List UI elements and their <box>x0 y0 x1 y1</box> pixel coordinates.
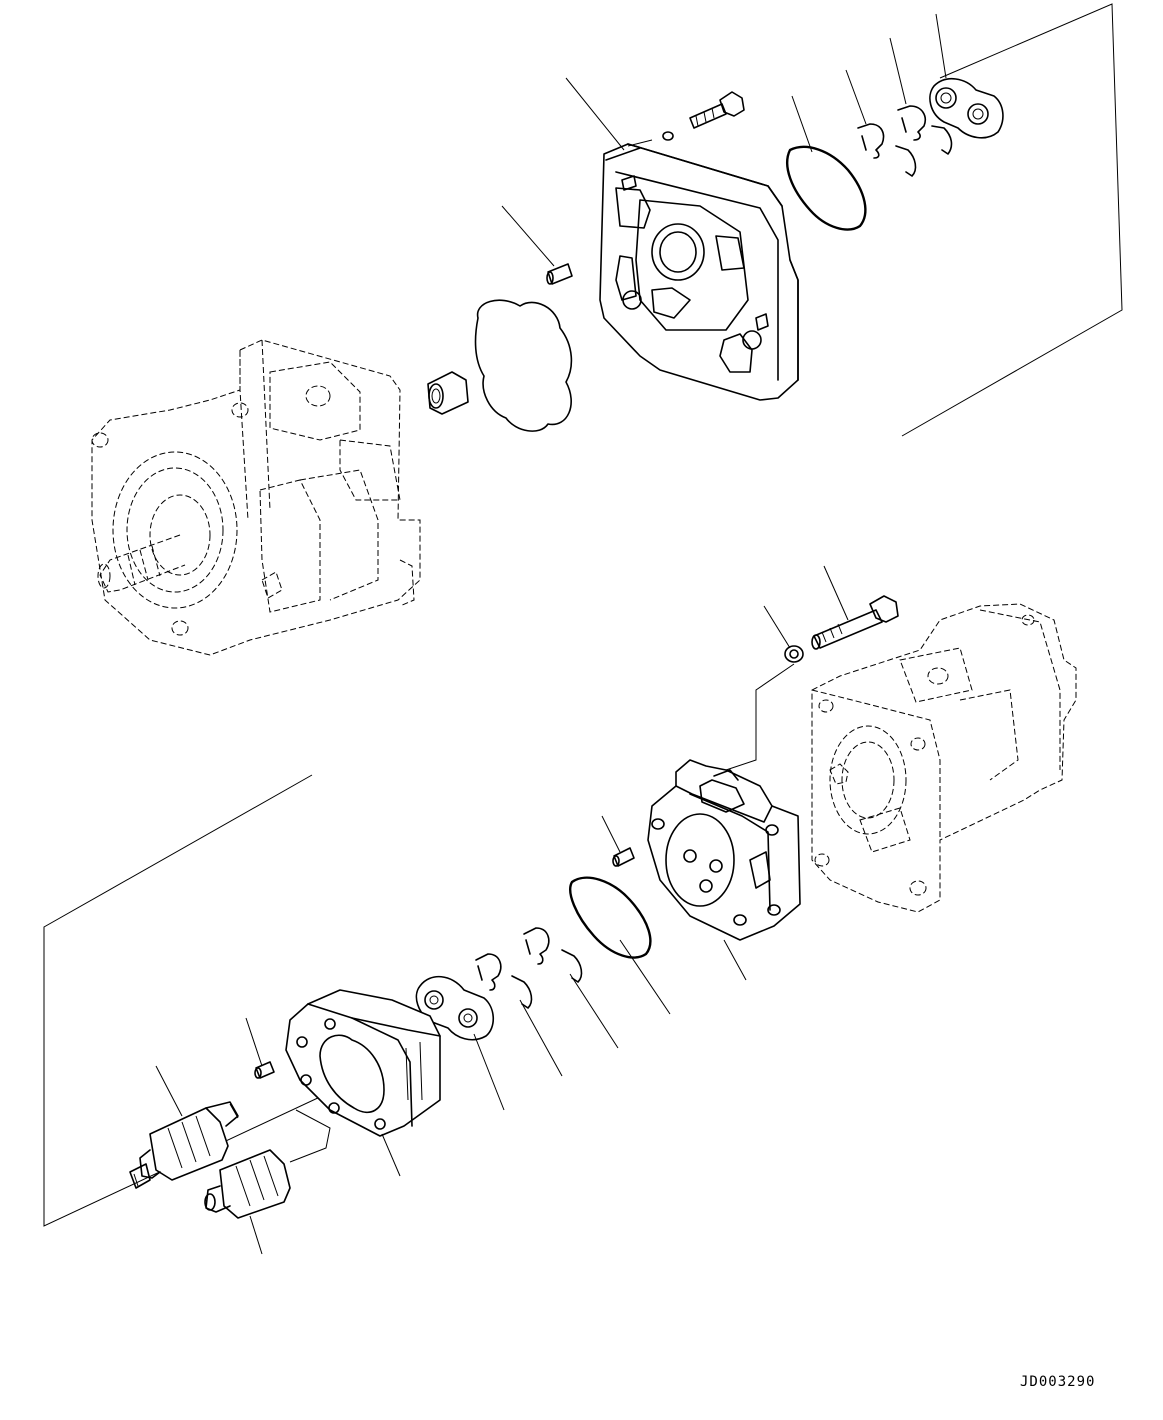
gear-housing <box>286 990 440 1136</box>
rear-pump-body-reference <box>812 604 1076 912</box>
lower-body-bolt <box>812 596 898 649</box>
upper-cover-washer <box>663 132 673 140</box>
lower-backup-ring-1 <box>524 928 581 982</box>
lower-leader-lines <box>156 566 848 1254</box>
lower-body-washer <box>785 646 803 662</box>
upper-cover-bolt <box>690 92 744 128</box>
driven-gear <box>205 1150 290 1218</box>
drive-gear-shaft <box>130 1102 238 1188</box>
upper-backup-ring-2 <box>898 106 951 154</box>
drawing-code: JD003290 <box>1020 1374 1096 1390</box>
upper-bushing <box>428 372 468 414</box>
upper-cover-plate <box>600 144 798 400</box>
main-pump-body-reference <box>92 340 420 655</box>
lower-backup-ring-2 <box>476 954 531 1008</box>
gear-bracket-lines <box>290 1110 330 1162</box>
upper-dowel-pin <box>547 264 572 284</box>
upper-boundary-frame <box>902 4 1122 436</box>
upper-backup-ring-1 <box>858 124 915 176</box>
housing-pin <box>255 1062 274 1078</box>
upper-leader-lines <box>502 14 946 266</box>
washer-connector-line <box>726 664 794 770</box>
lower-dowel-pin <box>613 848 634 866</box>
lower-pump-body <box>648 760 800 940</box>
upper-body-gasket <box>476 300 572 431</box>
upper-plate-seal <box>930 79 1003 138</box>
upper-o-ring <box>787 147 865 230</box>
lower-o-ring <box>570 878 650 958</box>
